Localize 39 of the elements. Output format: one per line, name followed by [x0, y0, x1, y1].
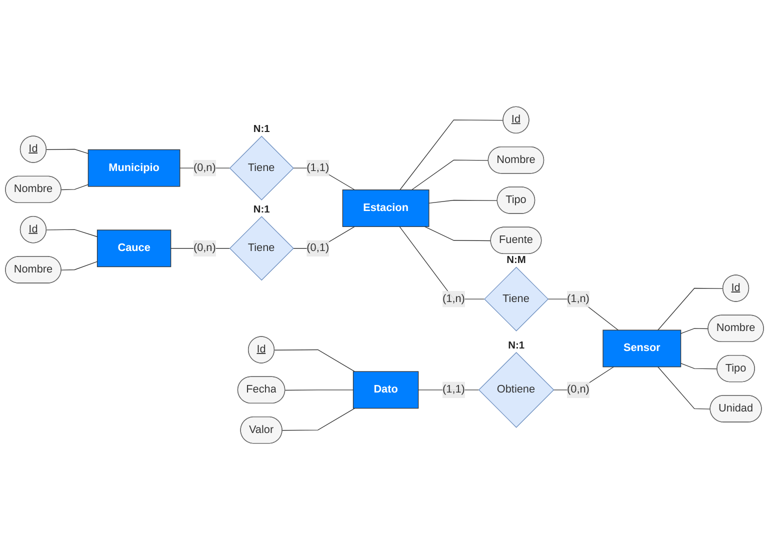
connector	[428, 200, 498, 204]
node-diamond	[484, 266, 549, 332]
connector	[411, 160, 489, 190]
node-box	[88, 149, 180, 187]
connector	[61, 261, 98, 270]
connector	[400, 120, 504, 190]
edge-label: (0,n)	[567, 384, 590, 396]
connector	[274, 349, 356, 372]
cardinality-label: N:1	[253, 124, 270, 136]
connector	[658, 288, 724, 330]
connector	[399, 226, 484, 300]
cardinality-label: N:1	[508, 340, 525, 352]
node-diamond	[229, 216, 294, 281]
node-diamond	[478, 352, 554, 428]
node-box	[342, 190, 430, 227]
node-box	[352, 371, 419, 409]
edge-label: (1,1)	[306, 162, 330, 174]
node-box	[96, 230, 172, 268]
edge-label: (0,1)	[306, 242, 330, 254]
edge-label: (1,n)	[442, 292, 465, 305]
node-diamond	[229, 136, 294, 200]
cardinality-label: N:1	[253, 204, 270, 216]
connector	[547, 298, 619, 330]
edge-label: (0,n)	[193, 242, 216, 254]
node-box	[602, 330, 682, 368]
connector	[170, 248, 230, 249]
connector	[658, 366, 711, 410]
connector	[424, 226, 492, 242]
connector	[61, 184, 89, 190]
connector	[46, 229, 98, 238]
connector	[282, 408, 356, 431]
connector	[680, 363, 718, 370]
connector	[680, 328, 709, 334]
edge-label: (1,1)	[442, 384, 465, 396]
edge-label: (1,n)	[567, 292, 590, 305]
edge-label: (0,n)	[193, 162, 216, 174]
connector	[46, 148, 89, 154]
connector	[284, 390, 354, 391]
cardinality-label: N:M	[506, 255, 526, 266]
